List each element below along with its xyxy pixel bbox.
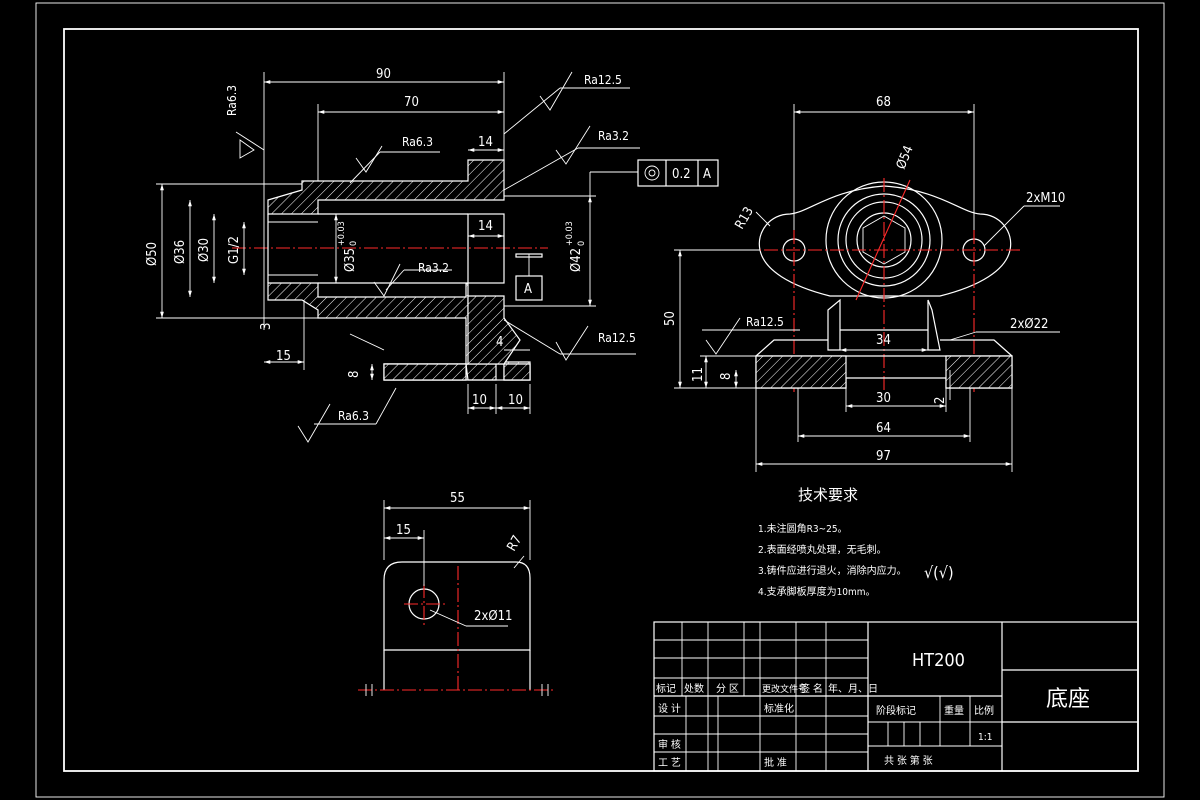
dim-phi35: Ø35 [343, 248, 358, 272]
material: HT200 [912, 650, 965, 671]
title-block-text: HT200 底座 标记 处数 分 区 更改文件号 签 名 年、月、日 设 计 审… [656, 650, 1090, 769]
sheet-inner-border [63, 28, 1139, 772]
technical-requirements: 技术要求 1.未注圆角R3~25。 2.表面经喷丸处理，无毛刺。 3.铸件应进行… [758, 486, 954, 598]
datum-label: A [524, 282, 532, 297]
rev-header-doc: 更改文件号 [762, 683, 807, 695]
dim-14-top: 14 [478, 135, 493, 150]
dim-r13: R13 [732, 205, 756, 232]
front-dimension-lines [156, 71, 719, 443]
bottom-dimension-text: 55 15 R7 2xØ11 [396, 491, 525, 624]
side-dimension-text: 68 Ø54 R13 2xM10 50 34 2xØ22 11 8 30 2 6… [663, 95, 1065, 464]
dim-2xm10: 2xM10 [1026, 191, 1065, 206]
dim-phi35-tol-low: 0 [349, 241, 359, 246]
side-view [742, 178, 1022, 392]
dim-11: 11 [691, 367, 706, 382]
dim-phi42-tol-up: +0.03 [565, 221, 575, 246]
rev-header-zone: 分 区 [716, 683, 739, 695]
role-process: 工 艺 [658, 757, 681, 769]
rev-header-mark: 标记 [656, 683, 676, 695]
dim-34: 34 [876, 333, 891, 348]
ra-side-12-5: Ra12.5 [746, 315, 784, 329]
ra-top-12-5: Ra12.5 [584, 73, 622, 87]
tech-item-2: 2.表面经喷丸处理，无毛刺。 [758, 543, 887, 556]
dim-2xphi22: 2xØ22 [1010, 317, 1048, 332]
rev-header-sign: 签 名 [800, 682, 823, 695]
standardize-label: 标准化 [764, 702, 794, 715]
tech-item-1: 1.未注圆角R3~25。 [758, 522, 848, 535]
weight-label: 重量 [944, 704, 964, 717]
dim-90: 90 [376, 67, 391, 82]
dim-3: 3 [259, 323, 274, 330]
ra-bottom-6-3: Ra6.3 [338, 409, 369, 423]
tech-title: 技术要求 [798, 486, 858, 504]
ra-mid-3-2: Ra3.2 [418, 261, 449, 275]
dim-10b: 10 [508, 393, 523, 408]
dim-4: 4 [496, 335, 503, 350]
dim-g12: G1/2 [227, 236, 242, 264]
tech-item-3: 3.铸件应进行退火，消除内应力。 [758, 564, 907, 577]
role-review: 审 核 [658, 738, 681, 751]
sheet-count: 共 张 第 张 [884, 754, 933, 767]
approve-label: 批 准 [764, 756, 787, 769]
tolerance-value: 0.2 [672, 167, 691, 182]
dim-phi35-tol-up: +0.03 [337, 221, 347, 246]
dim-phi42-tol-low: 0 [577, 241, 587, 246]
tolerance-datum: A [703, 167, 711, 182]
scale-label: 比例 [974, 704, 994, 717]
title-block [653, 621, 1139, 772]
rev-header-date: 年、月、日 [828, 682, 878, 695]
dim-phi30: Ø30 [197, 238, 212, 262]
stage-label: 阶段标记 [876, 704, 916, 717]
dim-10a: 10 [472, 393, 487, 408]
dim-phi50: Ø50 [145, 242, 160, 266]
dim-70: 70 [404, 95, 419, 110]
rev-header-count: 处数 [684, 682, 704, 695]
dim-97: 97 [876, 449, 891, 464]
dim-2xphi11: 2xØ11 [474, 609, 512, 624]
dim-55: 55 [450, 491, 465, 506]
dim-15: 15 [276, 349, 291, 364]
bottom-view [358, 500, 556, 696]
side-dimension-lines [674, 104, 1060, 472]
dim-50: 50 [663, 311, 678, 326]
role-design: 设 计 [658, 702, 681, 715]
dim-30: 30 [876, 391, 891, 406]
surface-finish-symbol: √(√) [924, 563, 954, 582]
dim-68: 68 [876, 95, 891, 110]
dim-14-mid: 14 [478, 219, 493, 234]
dim-8-side: 8 [719, 373, 734, 380]
ra-right-12-5: Ra12.5 [598, 331, 636, 345]
scale-value: 1:1 [978, 732, 992, 743]
dim-r7: R7 [504, 533, 525, 554]
front-section-view [232, 159, 548, 381]
tech-item-4: 4.支承脚板厚度为10mm。 [758, 585, 876, 598]
dim-phi36: Ø36 [173, 240, 188, 264]
dim-2: 2 [933, 397, 948, 404]
dim-8: 8 [347, 371, 362, 378]
dim-phi54: Ø54 [894, 144, 917, 172]
part-name: 底座 [1046, 687, 1090, 712]
dim-15-bottom: 15 [396, 523, 411, 538]
front-dimension-text: 90 70 14 14 15 3 4 8 10 10 Ø50 Ø36 Ø30 G… [145, 67, 711, 423]
dim-phi42: Ø42 [569, 248, 584, 272]
ra-left: Ra6.3 [225, 85, 239, 116]
dim-64: 64 [876, 421, 891, 436]
ra-top-3-2: Ra3.2 [598, 129, 629, 143]
ra-top-6-3: Ra6.3 [402, 135, 433, 149]
sheet-outer-border [35, 2, 1165, 798]
